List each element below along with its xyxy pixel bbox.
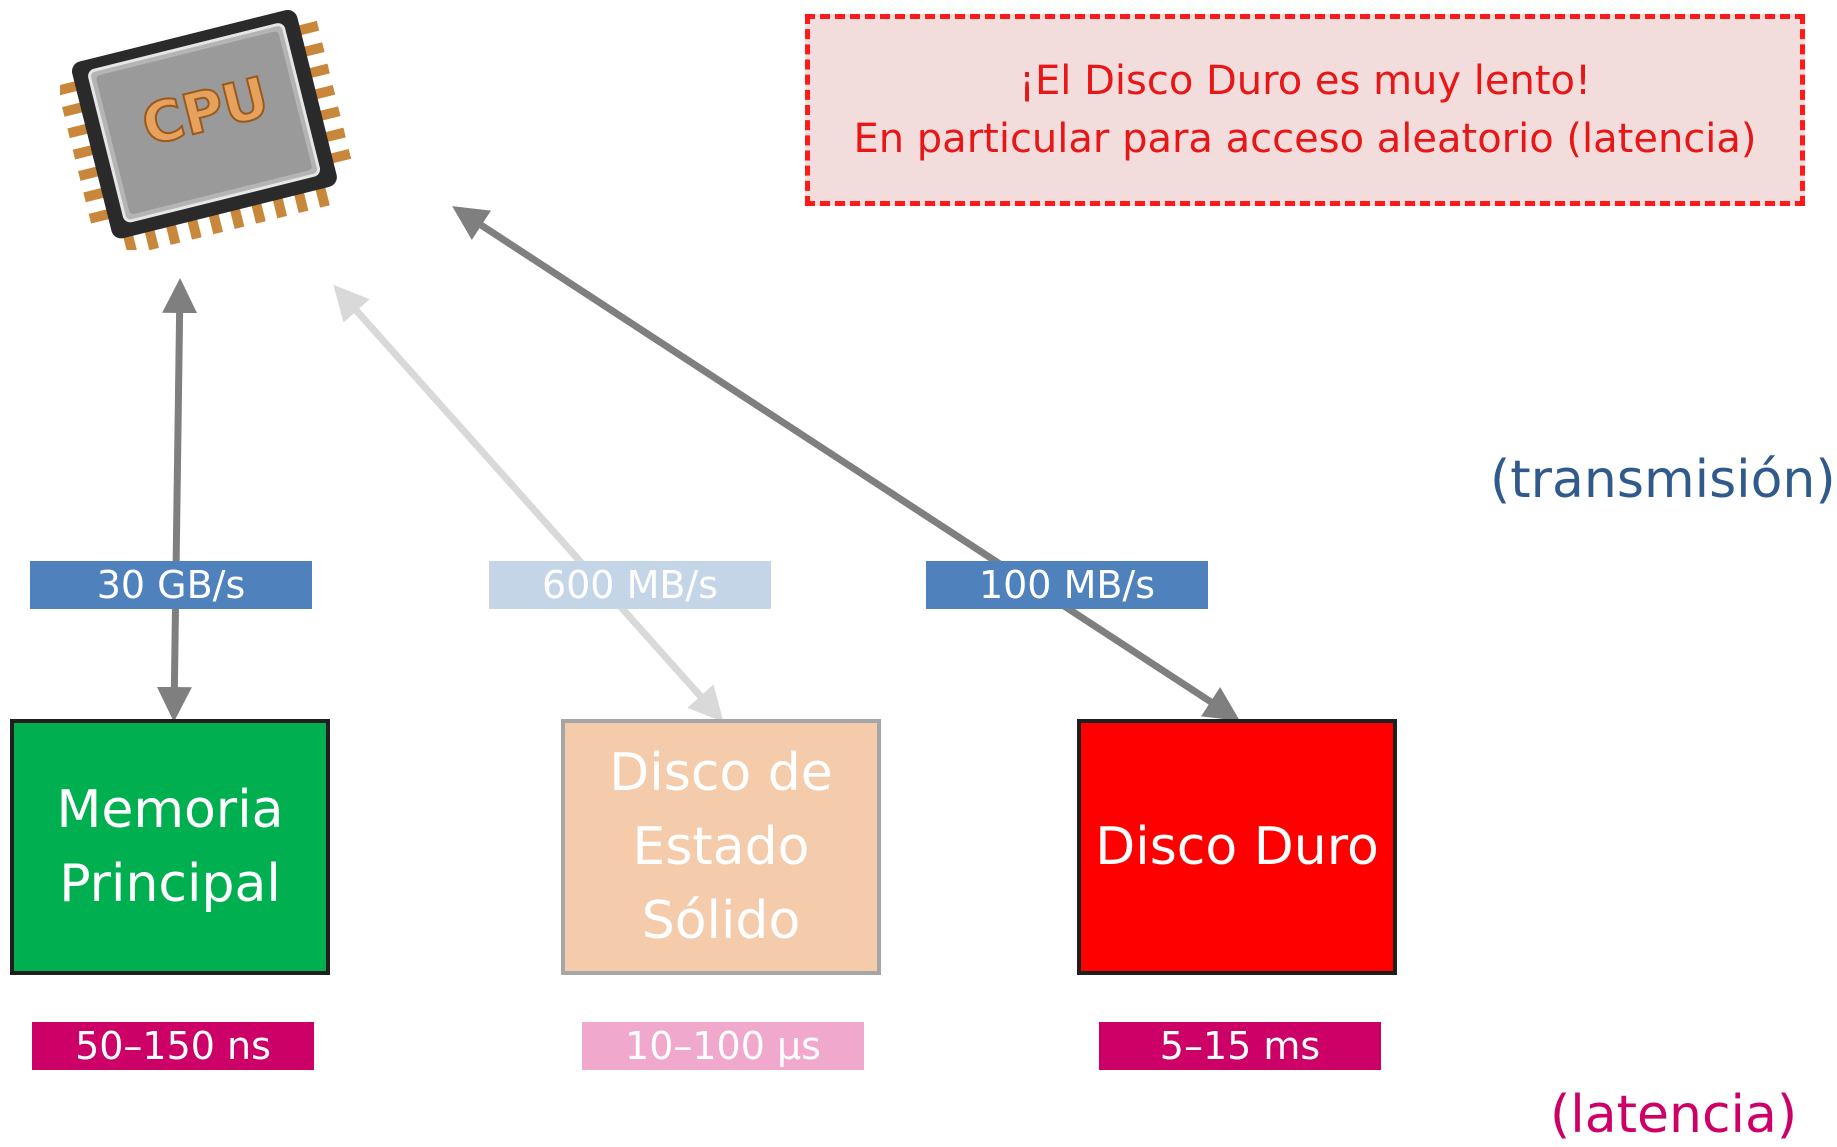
hard-disk-block: Disco Duro — [1077, 719, 1397, 975]
ssd-block: Disco de Estado Sólido — [561, 719, 881, 975]
main-memory-label-2: Principal — [59, 854, 281, 914]
rate-tag-ssd: 600 MB/s — [489, 561, 771, 609]
rate-tag-ram: 30 GB/s — [30, 561, 312, 609]
main-memory-block: Memoria Principal — [10, 719, 330, 975]
transmission-label: (transmisión) — [1490, 450, 1836, 510]
rate-tag-hdd: 100 MB/s — [926, 561, 1208, 609]
arrow-ssd-cpu — [333, 284, 724, 723]
latency-label: (latencia) — [1550, 1085, 1798, 1145]
latency-tag-ram: 50–150 ns — [32, 1022, 314, 1070]
slow-disk-warning: ¡El Disco Duro es muy lento! En particul… — [805, 14, 1805, 206]
latency-tag-ssd: 10–100 µs — [582, 1022, 864, 1070]
latency-tag-hdd: 5–15 ms — [1099, 1022, 1381, 1070]
ssd-label-2: Estado — [632, 817, 810, 877]
ssd-label-1: Disco de — [609, 743, 833, 803]
warning-line-1: ¡El Disco Duro es muy lento! — [1018, 58, 1592, 104]
arrow-hdd-cpu — [452, 206, 1240, 721]
warning-line-2: En particular para acceso aleatorio (lat… — [853, 116, 1757, 162]
hard-disk-label: Disco Duro — [1095, 817, 1379, 877]
cpu-chip-icon: CPU — [60, 10, 352, 250]
main-memory-label-1: Memoria — [56, 780, 284, 840]
arrow-ram-cpu — [156, 278, 198, 722]
ssd-label-3: Sólido — [641, 891, 801, 951]
